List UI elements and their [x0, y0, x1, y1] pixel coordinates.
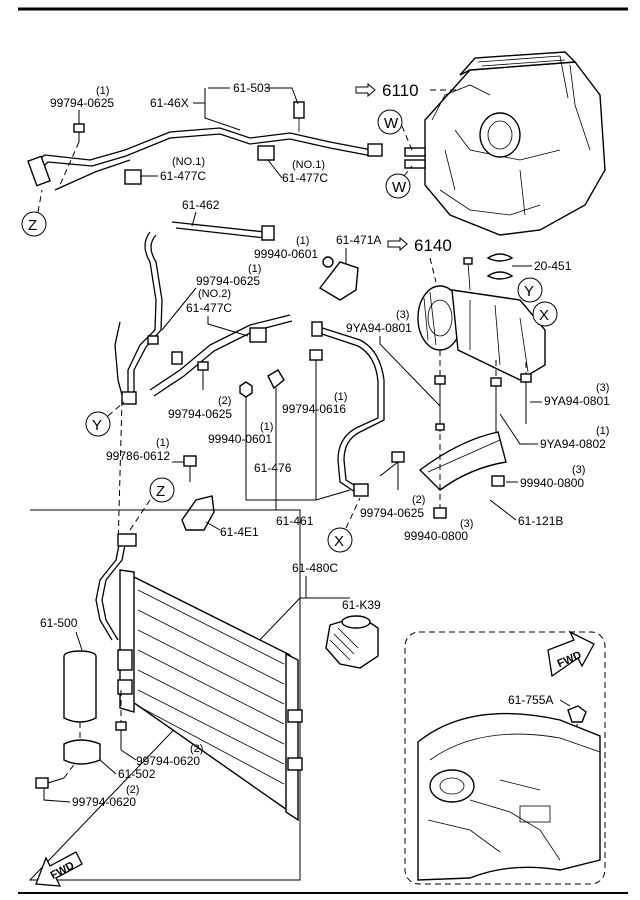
bolt-icon-2 — [147, 335, 159, 345]
qty-99794-0616: (1) — [334, 391, 347, 403]
callout-61-461: 61-461 — [276, 514, 314, 528]
bolt-icon-7 — [115, 721, 127, 731]
desiccant-bag-61-k39 — [325, 615, 379, 669]
dashboard — [417, 712, 601, 881]
qty-99794-0625-c: (2) — [218, 395, 231, 407]
qty-no2: (NO.2) — [198, 288, 231, 300]
nut-icon-2 — [491, 475, 505, 487]
condenser — [95, 533, 303, 822]
qty-99940-0800-b: (3) — [460, 518, 473, 530]
receiver-drier — [63, 650, 97, 723]
callout-99794-0625-b: 99794-0625 — [196, 274, 260, 288]
callout-61-477c-c: 61-477C — [186, 301, 232, 315]
clip-icon — [486, 253, 514, 262]
callout-61-503: 61-503 — [233, 81, 271, 95]
bracket-61-4e1 — [181, 495, 215, 531]
fwd-arrow-icon-2: FWD — [547, 630, 595, 678]
bolt-icon-4 — [309, 349, 323, 361]
pipe-61-477c-no2 — [149, 314, 293, 397]
callout-61-477c-b: 61-477C — [282, 171, 328, 185]
callout-99940-0800-a: 99940-0800 — [520, 476, 584, 490]
ref-y-right: Y — [524, 283, 534, 300]
callout-61-121b: 61-121B — [518, 514, 563, 528]
qty-99786-0612: (1) — [156, 437, 169, 449]
bolt-icon — [73, 123, 85, 133]
condenser-group-box — [28, 509, 330, 881]
qty-99794-0625-b: (1) — [248, 263, 261, 275]
pipe-61-461 — [311, 321, 385, 497]
callout-61-476: 61-476 — [254, 461, 292, 475]
callout-61-4e1: 61-4E1 — [220, 525, 259, 539]
callout-9ya94-0801-a: 9YA94-0801 — [346, 321, 412, 335]
ref-z-lower: Z — [156, 483, 165, 500]
callout-6110: 6110 — [382, 81, 419, 100]
qty-9ya94-0802: (1) — [596, 425, 609, 437]
bracket-61-471a — [318, 261, 359, 301]
ref-y-left: Y — [92, 417, 102, 434]
ref-z-top: Z — [28, 217, 37, 234]
fwd-label-left: FWD — [49, 860, 77, 882]
callout-61-755a: 61-755A — [508, 693, 553, 707]
qty-99794-0620-b: (2) — [126, 784, 139, 796]
qty-9ya94-0801-b: (3) — [596, 382, 609, 394]
bolt-icon-6 — [183, 455, 197, 467]
ref-x-right: X — [539, 307, 549, 324]
callout-9ya94-0802: 9YA94-0802 — [540, 437, 606, 451]
callout-99794-0625-a: 99794-0625 — [50, 96, 114, 110]
callout-99794-0616: 99794-0616 — [282, 402, 346, 416]
callout-61-502: 61-502 — [118, 767, 156, 781]
qty-9ya94-0801-a: (3) — [396, 309, 409, 321]
bolt-icon-5 — [391, 451, 405, 463]
qty-99940-0601-b: (1) — [260, 421, 273, 433]
compressor-bolts — [434, 350, 532, 432]
dashboard-inset — [404, 631, 606, 885]
callout-61-477c-a: 61-477C — [160, 169, 206, 183]
nut-icon — [322, 256, 334, 268]
pipe-61-46x — [27, 101, 383, 191]
ref-w-top: W — [384, 115, 399, 132]
see-reference-pointer-icon-2 — [387, 237, 408, 251]
callout-99794-0620-b: 99794-0620 — [72, 795, 136, 809]
bolt-icon-8 — [35, 777, 49, 789]
qty-no1-a: (NO.1) — [172, 156, 205, 168]
callout-61-46x: 61-46X — [150, 96, 189, 110]
fwd-arrow-icon: FWD — [35, 851, 83, 887]
callout-61-462: 61-462 — [182, 198, 220, 212]
sensor-61-755a — [567, 705, 587, 723]
callout-99940-0601-a: 99940-0601 — [254, 247, 318, 261]
heater-unit — [404, 51, 606, 236]
clip-icon-2 — [486, 271, 514, 280]
callout-99940-0800-b: 99940-0800 — [404, 529, 468, 543]
see-reference-pointer-icon — [355, 83, 376, 97]
clip-icon-3 — [267, 369, 285, 390]
callout-61-471a: 61-471A — [336, 233, 381, 247]
callout-61-500: 61-500 — [40, 616, 78, 630]
callout-20-451: 20-451 — [534, 259, 572, 273]
qty-99794-0620-a: (2) — [190, 743, 203, 755]
callout-99794-0625-d: 99794-0625 — [360, 506, 424, 520]
bracket-61-502 — [63, 739, 101, 765]
callout-99794-0625-c: 99794-0625 — [168, 407, 232, 421]
nut-icon-3 — [433, 507, 447, 519]
callout-6140: 6140 — [414, 236, 452, 255]
callout-61-480c: 61-480C — [292, 561, 338, 575]
nut-icon-4 — [239, 381, 253, 398]
callout-99940-0601-b: 99940-0601 — [208, 432, 272, 446]
callout-9ya94-0801-b: 9YA94-0801 — [544, 394, 610, 408]
qty-99794-0625-a: (1) — [96, 85, 109, 97]
qty-99940-0800-a: (3) — [572, 464, 585, 476]
ref-w-bottom: W — [392, 179, 407, 196]
compressor — [417, 285, 546, 381]
bolt-icon-3 — [197, 361, 209, 371]
callout-99786-0612: 99786-0612 — [106, 449, 170, 463]
ref-x-bottom: X — [334, 533, 344, 550]
callout-99794-0620-a: 99794-0620 — [136, 754, 200, 768]
qty-99940-0601-a: (1) — [296, 235, 309, 247]
callout-61-k39: 61-K39 — [342, 598, 381, 612]
qty-no1-b: (NO.1) — [292, 159, 325, 171]
qty-99794-0625-d: (2) — [412, 494, 425, 506]
